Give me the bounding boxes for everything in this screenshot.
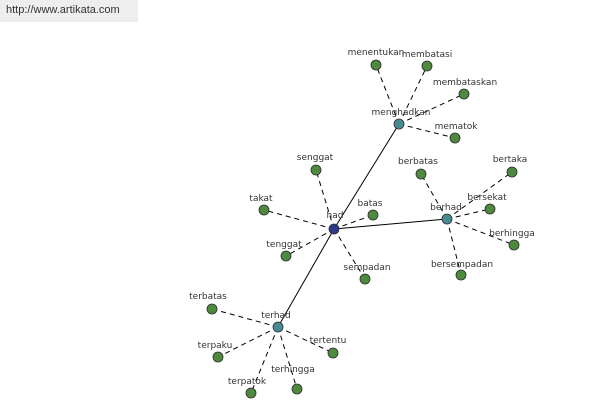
diagram-edges xyxy=(211,64,515,394)
leaf-node-terbatas[interactable] xyxy=(206,303,218,315)
node-label-terhingga: terhingga xyxy=(271,365,314,375)
leaf-node-senggat[interactable] xyxy=(310,164,322,176)
leaf-node-bertaka[interactable] xyxy=(506,166,518,178)
node-label-terbatas: terbatas xyxy=(189,292,227,302)
leaf-node-terhingga[interactable] xyxy=(291,383,303,395)
node-label-bersekat: bersekat xyxy=(467,193,507,203)
edge-terhad-terpaku xyxy=(217,326,279,358)
node-label-had: had xyxy=(327,211,344,221)
root-node-had[interactable] xyxy=(328,223,340,235)
node-label-membatasi: membatasi xyxy=(402,50,453,60)
leaf-node-takat[interactable] xyxy=(258,204,270,216)
leaf-node-tertentu[interactable] xyxy=(327,347,339,359)
leaf-node-bersekat[interactable] xyxy=(484,203,496,215)
node-label-sempadan: sempadan xyxy=(343,263,390,273)
edge-berhad-berhingga xyxy=(446,218,515,246)
node-label-berhingga: berhingga xyxy=(489,229,535,239)
edge-had-berhad xyxy=(333,218,448,230)
node-label-batas: batas xyxy=(358,199,383,209)
edge-menghadkan-membatasi xyxy=(398,65,428,125)
leaf-node-terpatok[interactable] xyxy=(245,387,257,399)
leaf-node-batas[interactable] xyxy=(367,209,379,221)
leaf-node-terpaku[interactable] xyxy=(212,351,224,363)
edge-had-batas xyxy=(333,214,374,230)
leaf-node-membataskan[interactable] xyxy=(458,88,470,100)
edge-had-tenggat xyxy=(285,228,335,257)
edge-had-terhad xyxy=(277,228,335,328)
edge-had-senggat xyxy=(315,169,335,230)
edge-menghadkan-mematok xyxy=(398,123,456,139)
edge-had-menghadkan xyxy=(333,123,400,230)
edge-terhad-tertentu xyxy=(277,326,334,354)
edge-berhad-bertaka xyxy=(446,171,513,220)
leaf-node-membatasi[interactable] xyxy=(421,60,433,72)
leaf-node-berbatas[interactable] xyxy=(415,168,427,180)
diagram-labels: had menghadkan berhad terhad senggat takat bat… xyxy=(189,48,535,387)
edge-menghadkan-membataskan xyxy=(398,93,465,125)
node-label-terhad: terhad xyxy=(261,311,291,321)
leaf-node-tenggat[interactable] xyxy=(280,250,292,262)
node-label-terpaku: terpaku xyxy=(198,341,233,351)
edge-had-sempadan xyxy=(333,228,366,280)
hub-node-menghadkan[interactable] xyxy=(393,118,405,130)
node-label-berbatas: berbatas xyxy=(398,157,438,167)
edge-berhad-bersempadan xyxy=(446,218,462,276)
leaf-node-menentukan[interactable] xyxy=(370,59,382,71)
node-label-menghadkan: menghadkan xyxy=(372,108,431,118)
node-label-terpatok: terpatok xyxy=(228,377,267,387)
node-label-tenggat: tenggat xyxy=(266,240,302,250)
edge-terhad-terbatas xyxy=(211,308,279,328)
node-label-menentukan: menentukan xyxy=(348,48,405,58)
node-label-bertaka: bertaka xyxy=(493,155,528,165)
source-banner: http://www.artikata.com xyxy=(0,0,138,22)
source-url-link[interactable]: http://www.artikata.com xyxy=(6,4,120,16)
hub-node-terhad[interactable] xyxy=(272,321,284,333)
node-label-berhad: berhad xyxy=(430,203,462,213)
node-label-tertentu: tertentu xyxy=(310,336,347,346)
node-label-takat: takat xyxy=(249,194,273,204)
leaf-node-sempadan[interactable] xyxy=(359,273,371,285)
edge-had-takat xyxy=(263,209,335,230)
node-label-mematok: mematok xyxy=(435,122,479,132)
leaf-node-bersempadan[interactable] xyxy=(455,269,467,281)
node-label-bersempadan: bersempadan xyxy=(431,260,493,270)
edge-berhad-bersekat xyxy=(446,208,491,220)
edge-terhad-terhingga xyxy=(277,326,298,390)
node-label-senggat: senggat xyxy=(297,153,334,163)
hub-node-berhad[interactable] xyxy=(441,213,453,225)
leaf-node-mematok[interactable] xyxy=(449,132,461,144)
edge-menghadkan-menentukan xyxy=(375,64,400,125)
edge-terhad-terpatok xyxy=(250,326,279,394)
diagram-nodes xyxy=(206,59,520,399)
leaf-node-berhingga[interactable] xyxy=(508,239,520,251)
node-label-membataskan: membataskan xyxy=(433,78,497,88)
